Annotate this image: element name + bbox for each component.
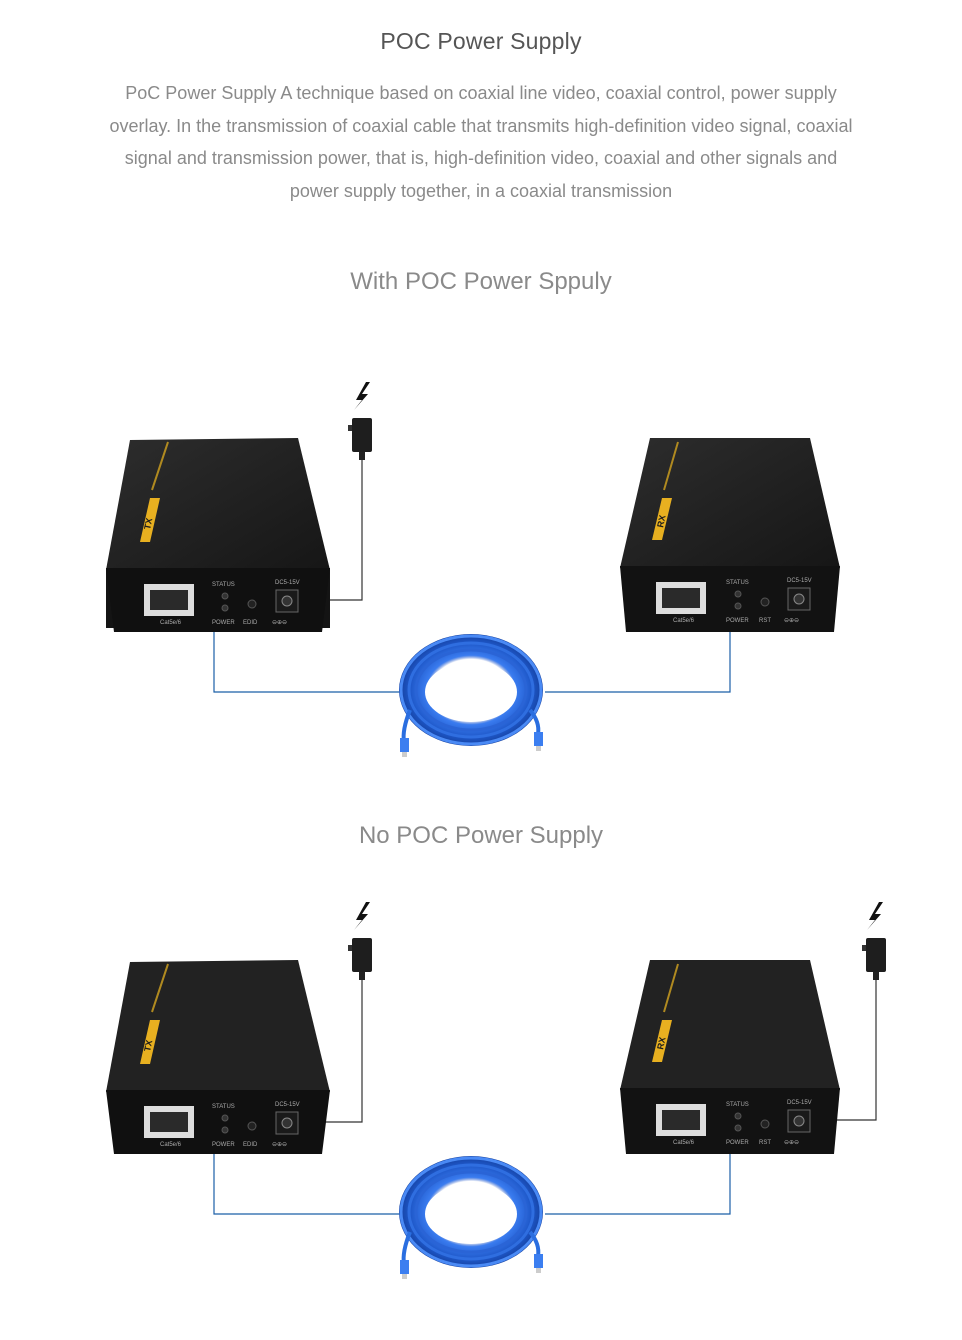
lightning-icon — [354, 902, 370, 930]
rx-status-label: STATUS — [726, 1102, 749, 1108]
rx-badge — [652, 1020, 672, 1062]
svg-text:⊖⊕⊖: ⊖⊕⊖ — [272, 1142, 287, 1148]
tx-button-label: EDID — [243, 1142, 258, 1148]
rx-device: RX Cat5e/6 STATUS POWER RST DC5-15V ⊖⊕⊖ — [620, 960, 840, 1154]
svg-text:⊖⊕⊖: ⊖⊕⊖ — [272, 620, 287, 626]
rx-port-label: Cat5e/6 — [673, 1140, 695, 1146]
tx-power-label: POWER — [212, 1142, 235, 1148]
tx-device: TX Cat5e/6 STATUS POWER EDID DC5-15V ⊖⊕⊖ — [106, 960, 330, 1154]
tx-dc-label: DC5-15V — [275, 580, 300, 586]
rx-connection-line — [545, 632, 731, 693]
power-adapter-icon — [348, 938, 372, 980]
lightning-icon — [354, 382, 370, 410]
tx-badge — [140, 1020, 160, 1064]
rx-dc-label: DC5-15V — [787, 578, 812, 584]
tx-port-label: Cat5e/6 — [160, 1142, 182, 1148]
rx-power-label: POWER — [726, 618, 749, 624]
description: PoC Power Supply A technique based on co… — [109, 83, 853, 202]
lightning-icon — [867, 902, 883, 930]
section-title-with-poc: With POC Power Sppuly — [350, 268, 612, 295]
power-adapter-icon — [348, 418, 372, 460]
tx-badge-label: TX — [142, 1039, 154, 1052]
power-adapter-icon — [862, 938, 886, 980]
rx-connection-line — [545, 1154, 731, 1215]
page-title: POC Power Supply — [380, 28, 582, 54]
diagram-with-poc: TX Cat5e/6 STATUS POWER EDID DC5-15V ⊖⊕⊖… — [106, 382, 840, 757]
section-title-no-poc: No POC Power Supply — [358, 822, 604, 849]
tx-port-label: Cat5e/6 — [160, 620, 182, 626]
tx-device: TX Cat5e/6 STATUS POWER EDID DC5-15V ⊖⊕⊖ — [106, 438, 330, 632]
rx-status-label: STATUS — [726, 580, 749, 586]
rx-dc-label: DC5-15V — [787, 1100, 812, 1106]
tx-status-label: STATUS — [212, 1104, 235, 1110]
tx-badge — [140, 498, 160, 542]
rx-badge-label: RX — [655, 1036, 667, 1050]
diagram-no-poc: TX Cat5e/6 STATUS POWER EDID DC5-15V ⊖⊕⊖… — [106, 902, 886, 1279]
rx-port-label: Cat5e/6 — [673, 618, 695, 624]
network-cable-icon — [399, 1156, 543, 1279]
tx-connection-line — [213, 632, 400, 693]
rx-power-label: POWER — [726, 1140, 749, 1146]
svg-text:⊖⊕⊖: ⊖⊕⊖ — [784, 1140, 799, 1146]
network-cable-icon — [399, 634, 543, 757]
tx-badge-label: TX — [142, 517, 154, 530]
svg-text:⊖⊕⊖: ⊖⊕⊖ — [784, 618, 799, 624]
tx-dc-label: DC5-15V — [275, 1102, 300, 1108]
rx-button-label: RST — [759, 618, 771, 624]
rx-device: RX Cat5e/6 STATUS POWER RST DC5-15V ⊖⊕⊖ — [620, 438, 840, 632]
rx-badge-label: RX — [655, 514, 667, 528]
tx-status-label: STATUS — [212, 582, 235, 588]
rx-badge — [652, 498, 672, 540]
tx-button-label: EDID — [243, 620, 258, 626]
tx-connection-line — [213, 1154, 400, 1215]
tx-power-label: POWER — [212, 620, 235, 626]
rx-button-label: RST — [759, 1140, 771, 1146]
